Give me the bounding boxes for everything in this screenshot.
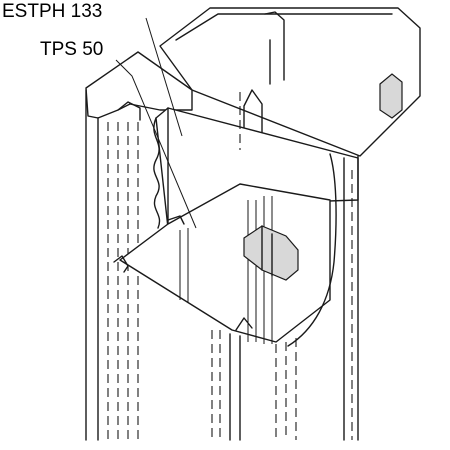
- label-estph-133: ESTPH 133: [2, 1, 102, 22]
- label-tps-50: TPS 50: [40, 39, 103, 60]
- hidden-lines-bottom: [211, 92, 297, 441]
- post-body-right: [287, 153, 359, 441]
- clip-bracket: [243, 225, 299, 281]
- divider-plate: [113, 183, 331, 343]
- post-body-left: [85, 51, 193, 441]
- leader-lines: [115, 17, 197, 229]
- hidden-lines-left: [107, 122, 139, 440]
- post-top: [159, 7, 421, 159]
